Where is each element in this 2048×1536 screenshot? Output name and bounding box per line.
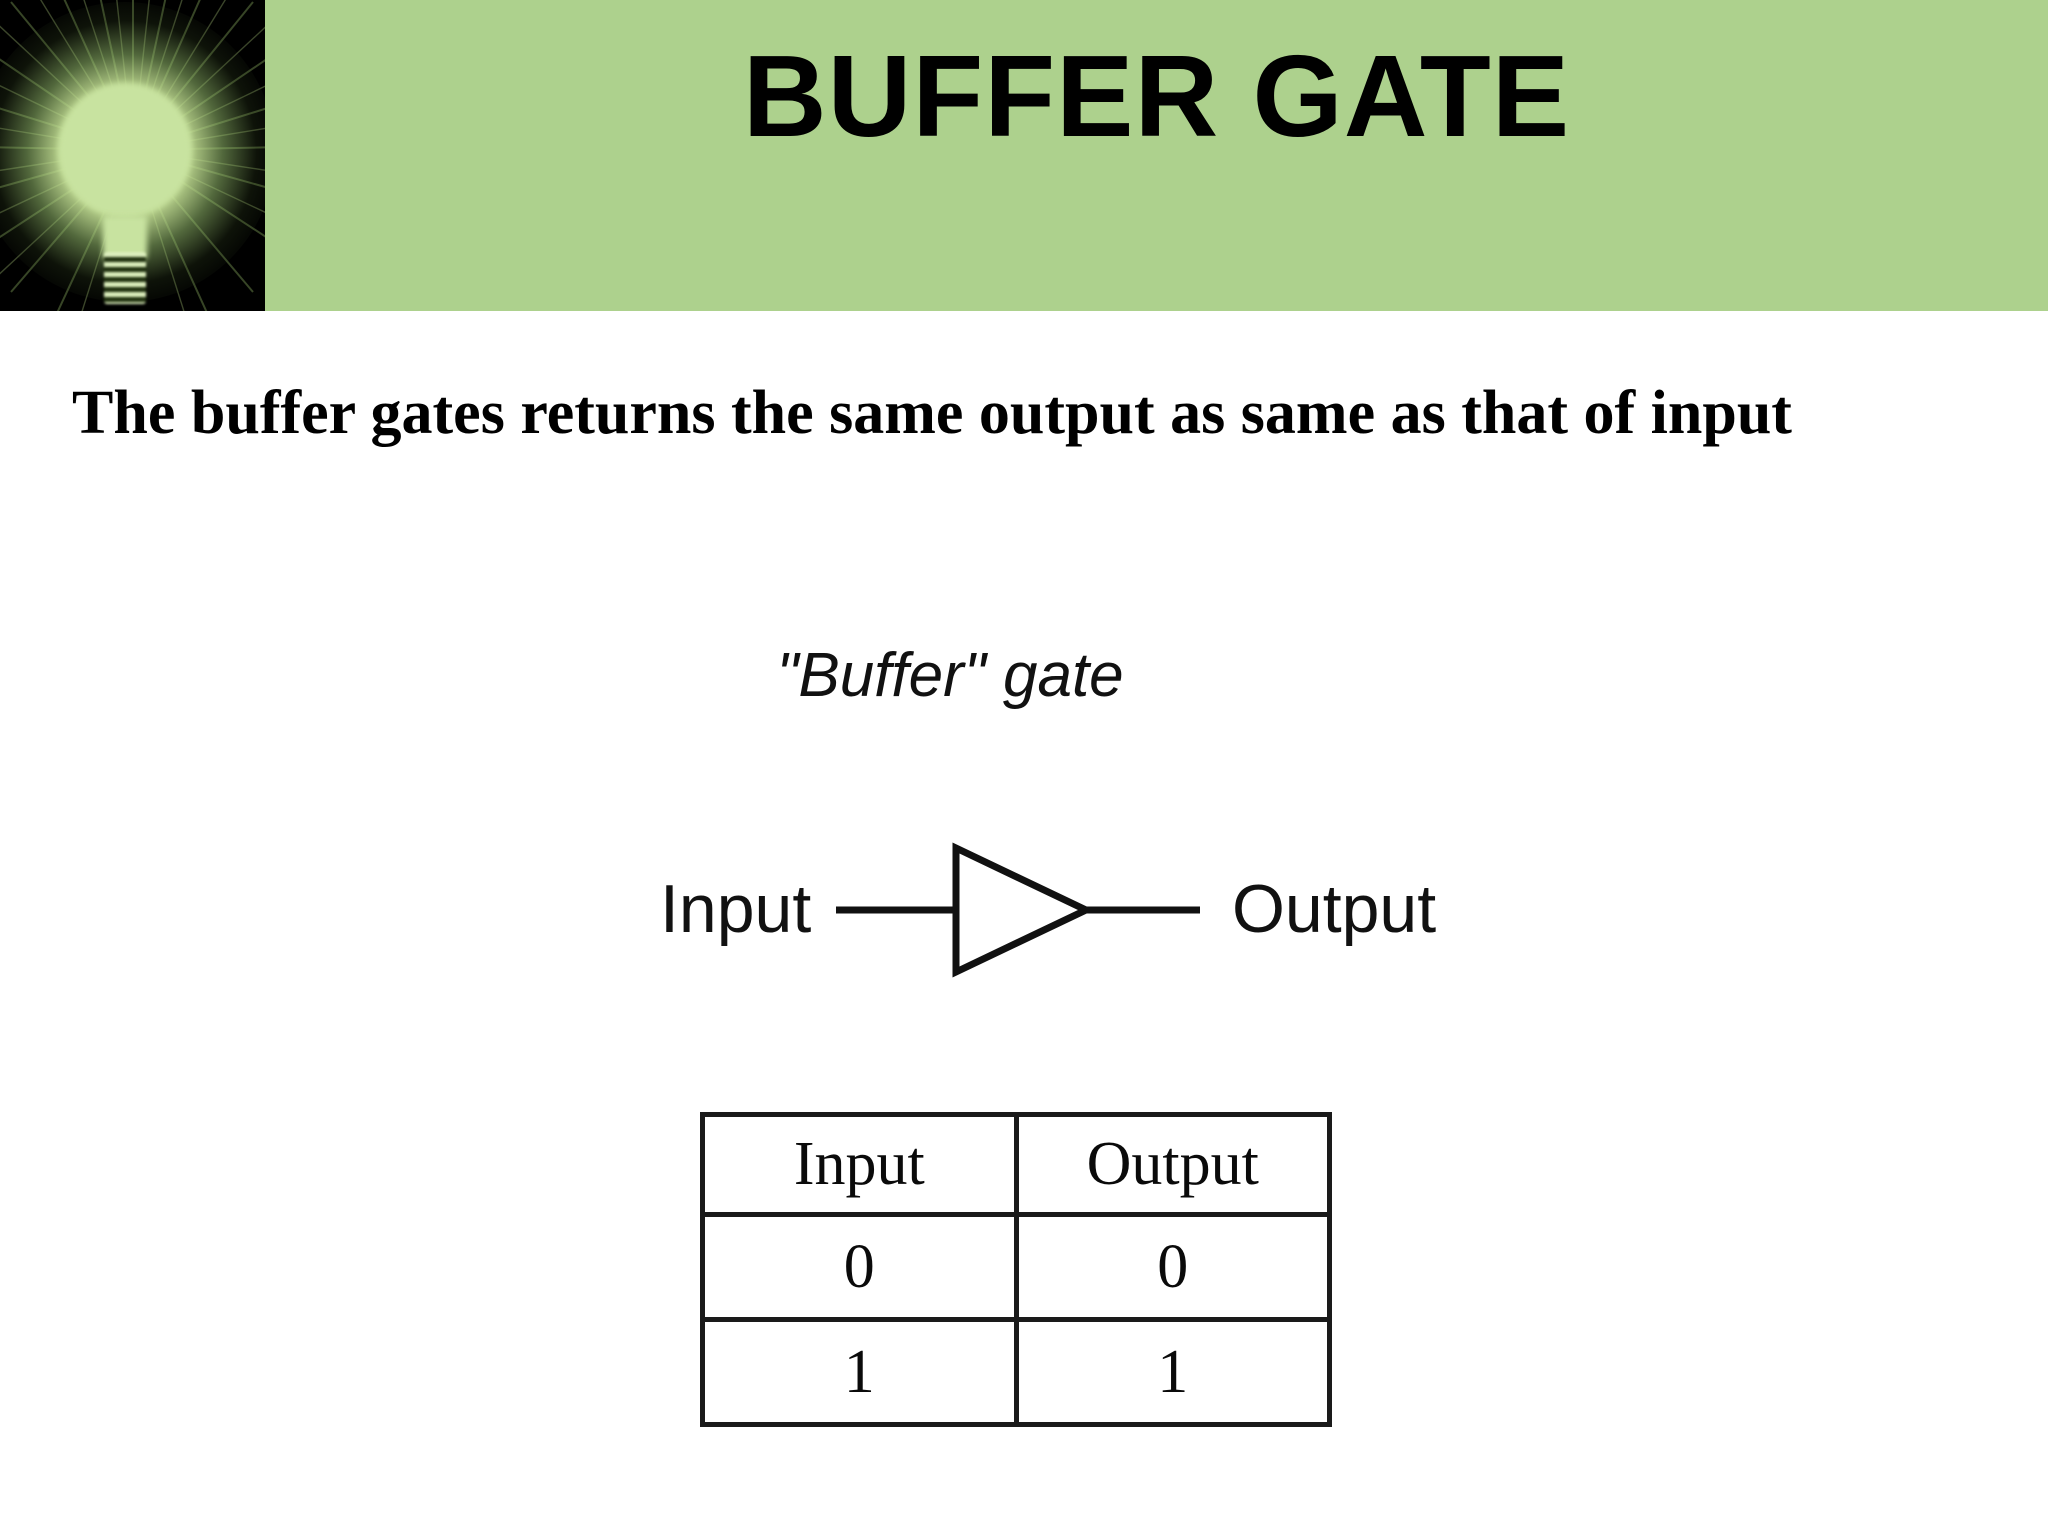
table-row: 0 0 xyxy=(700,1212,1332,1322)
bulb-glass xyxy=(58,83,192,217)
table-header-input: Input xyxy=(700,1112,1019,1217)
table-cell-input: 0 xyxy=(700,1212,1019,1322)
table-cell-output: 1 xyxy=(1013,1317,1332,1427)
header-band: BUFFER GATE xyxy=(0,0,2048,311)
truth-table: Input Output 0 0 1 1 xyxy=(700,1112,1332,1427)
truth-table-container: Input Output 0 0 1 1 xyxy=(700,1112,1332,1427)
table-cell-output: 0 xyxy=(1013,1212,1332,1322)
table-header-row: Input Output xyxy=(700,1112,1332,1217)
gate-symbol-group: Input Output xyxy=(600,840,1460,1040)
gate-input-label: Input xyxy=(660,871,812,947)
table-header-output: Output xyxy=(1013,1112,1332,1217)
buffer-gate-figure: "Buffer" gate Input Output xyxy=(600,640,1460,1060)
table-row: 1 1 xyxy=(700,1317,1332,1427)
bulb-screw-base xyxy=(104,252,146,304)
gate-caption: "Buffer" gate xyxy=(776,641,1124,710)
table-cell-input: 1 xyxy=(700,1317,1019,1427)
light-bulb-image-panel xyxy=(0,0,265,311)
page-title: BUFFER GATE xyxy=(742,31,1571,161)
gate-output-label: Output xyxy=(1232,871,1437,947)
buffer-gate-triangle-icon xyxy=(836,842,1200,978)
slide-body-text: The buffer gates returns the same output… xyxy=(72,379,1792,447)
